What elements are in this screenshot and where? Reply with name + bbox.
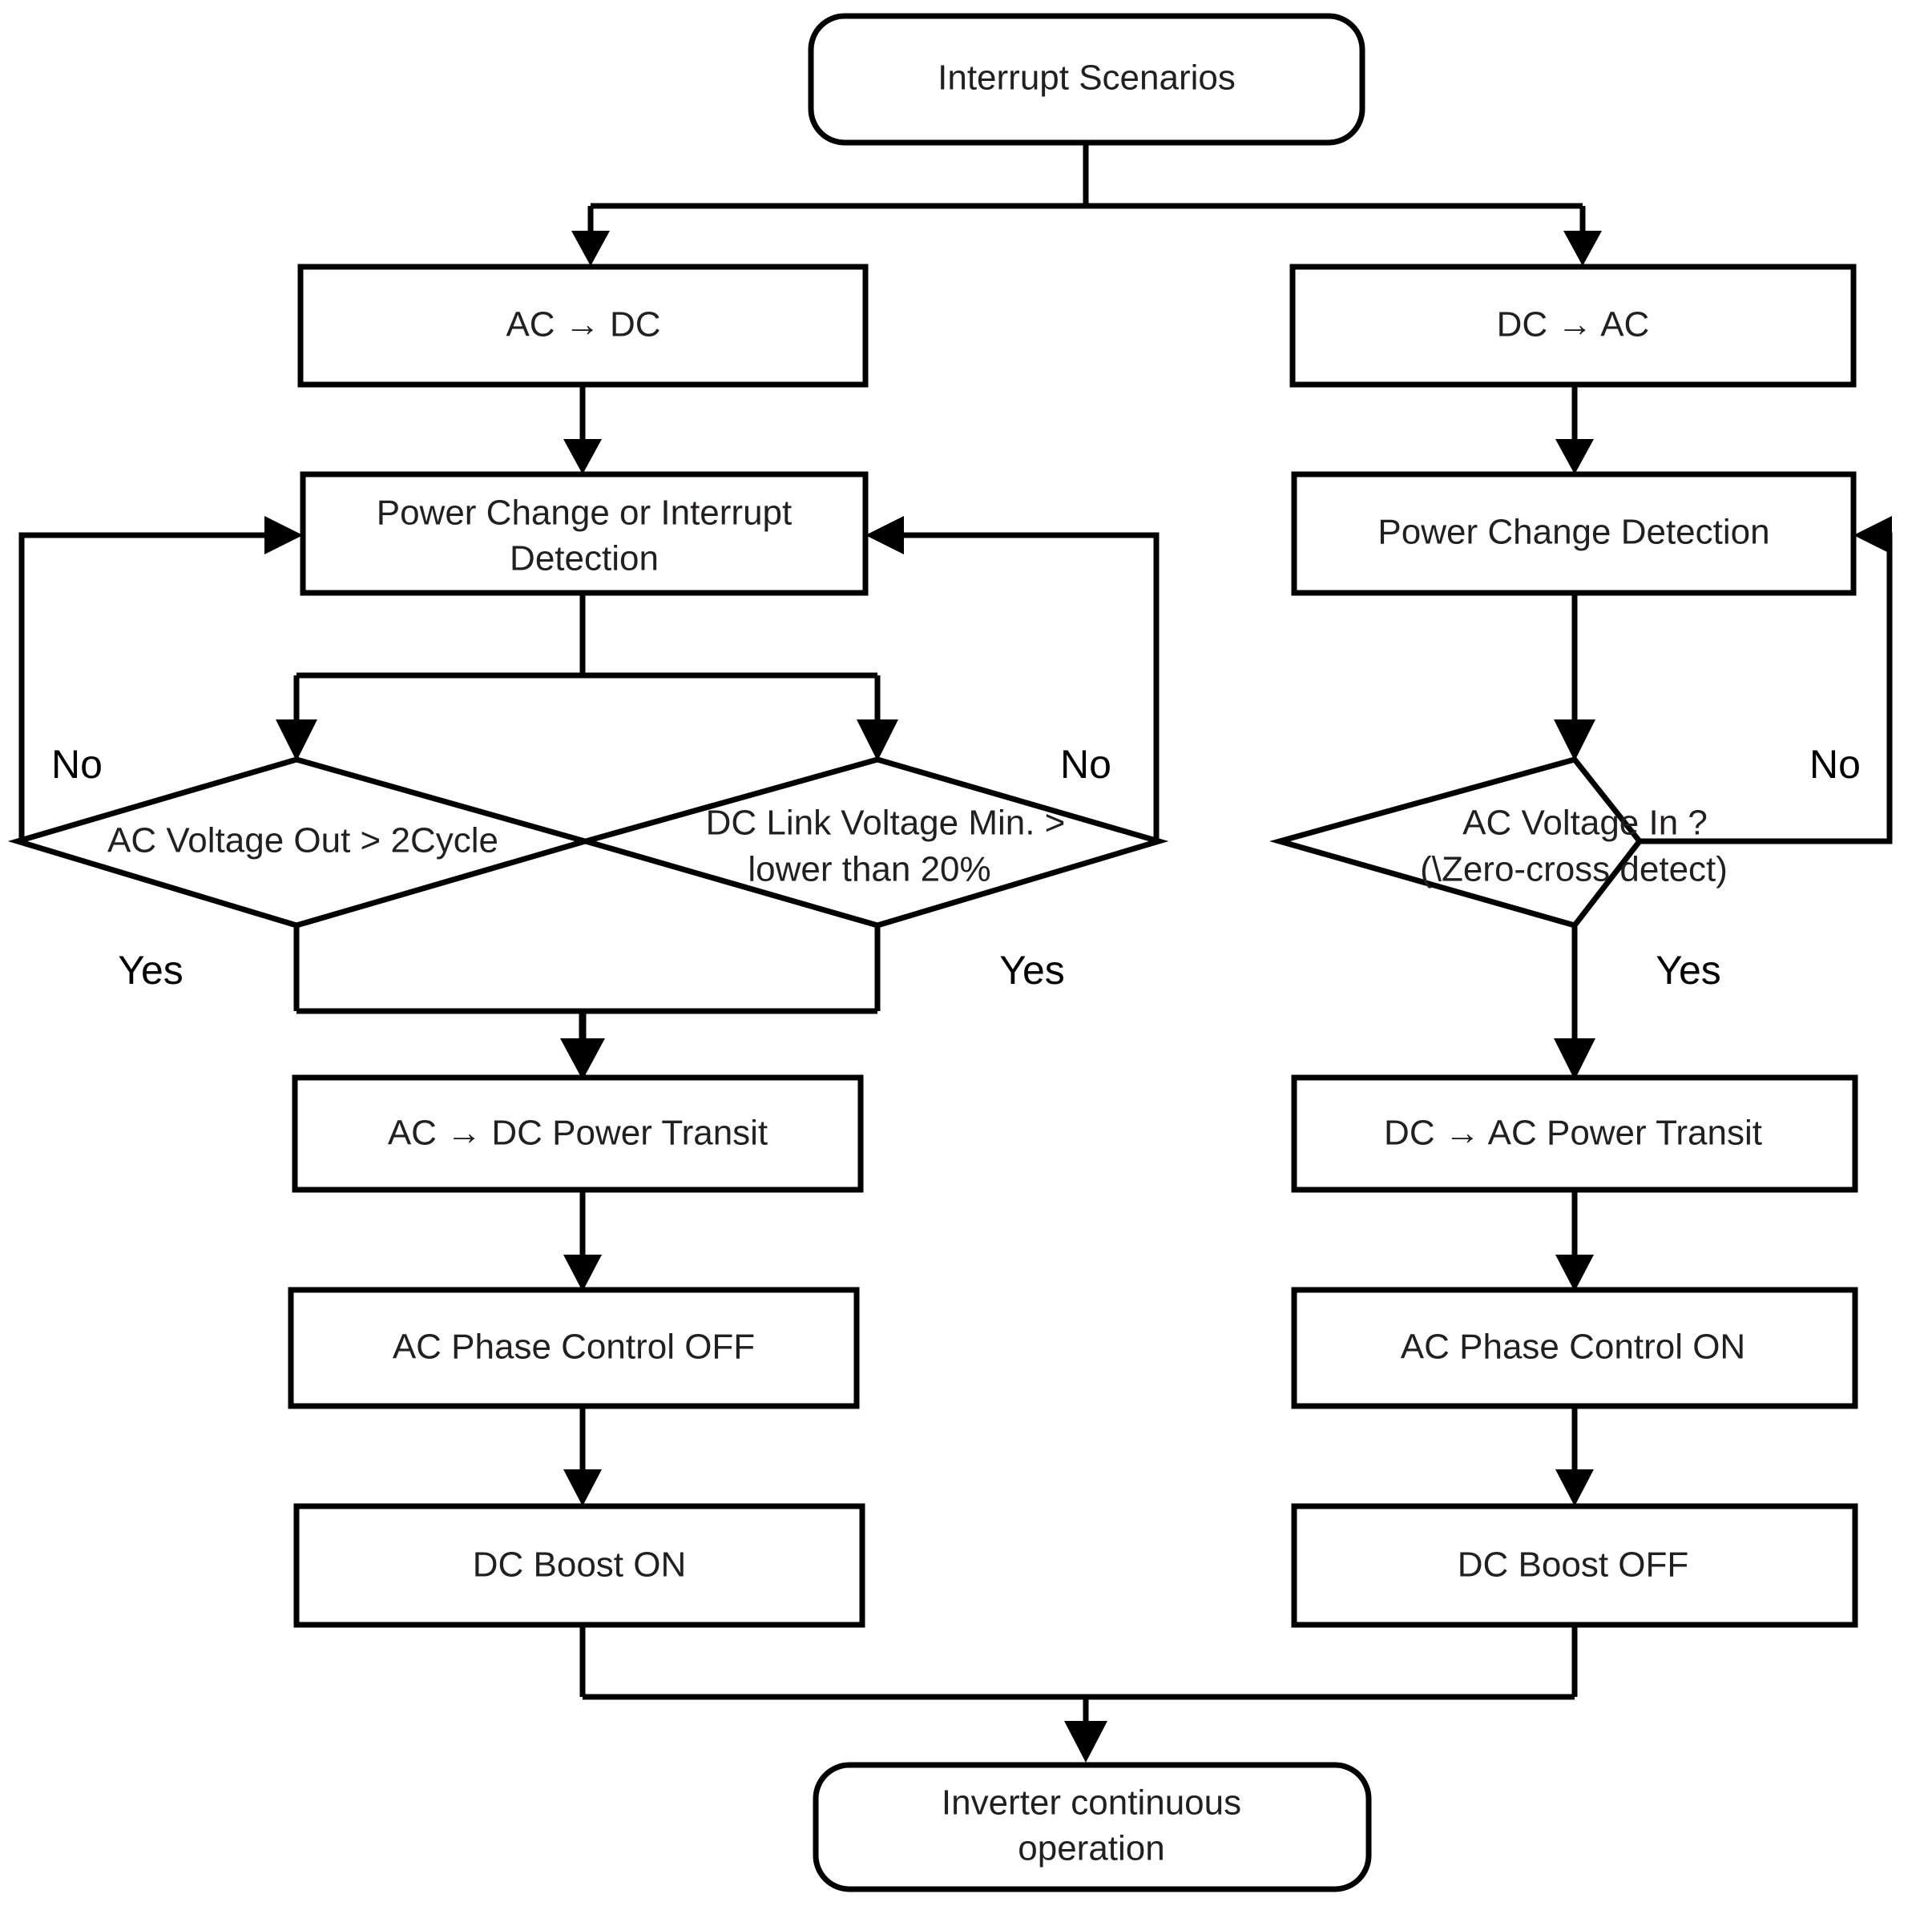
connector-no-right-loop xyxy=(1639,516,1893,844)
branch-label-yes-right: Yes xyxy=(1656,948,1721,993)
right-transit-shape[interactable] xyxy=(1291,1074,1858,1193)
connector-bottom-merge xyxy=(579,1625,1578,1763)
connector-left-mode-detect xyxy=(563,385,602,474)
connector-left-phase-boost xyxy=(563,1406,602,1506)
branch-label-yes-left: Yes xyxy=(118,948,184,993)
arrowhead-right-boost xyxy=(1555,1469,1594,1506)
right-phase-shape[interactable] xyxy=(1291,1287,1858,1409)
left-transit-label: AC → DC Power Transit xyxy=(388,1114,768,1153)
node-right-detect[interactable]: Power Change Detection xyxy=(1291,471,1857,596)
node-end[interactable]: Inverter continuous operation xyxy=(813,1762,1372,1892)
node-right-boost[interactable]: DC Boost OFF xyxy=(1291,1503,1858,1628)
arrowhead-no-left-into-detect xyxy=(264,516,303,554)
node-decision-ac-voltage-in[interactable]: AC Voltage In ? (\Zero-cross detect) xyxy=(1269,756,1728,929)
decision2-label-line2: lower than 20% xyxy=(748,850,990,889)
connector-no-middle-loop xyxy=(865,516,1160,841)
branch-label-no-left: No xyxy=(51,742,103,787)
right-boost-shape[interactable] xyxy=(1291,1503,1858,1628)
arrowhead-decision2 xyxy=(857,719,898,761)
connector-right-phase-boost xyxy=(1555,1406,1594,1506)
left-boost-label: DC Boost ON xyxy=(473,1545,687,1585)
node-left-mode[interactable]: AC → DC xyxy=(297,264,869,388)
node-start[interactable]: Interrupt Scenarios xyxy=(808,13,1365,146)
node-left-detect[interactable]: Power Change or Interrupt Detection xyxy=(300,471,869,596)
node-right-transit[interactable]: DC → AC Power Transit xyxy=(1291,1074,1858,1193)
right-phase-label: AC Phase Control ON xyxy=(1401,1328,1745,1367)
decision1-shape[interactable] xyxy=(7,756,595,929)
right-decision-label-line2: (\Zero-cross detect) xyxy=(1420,850,1728,889)
start-shape[interactable] xyxy=(808,13,1365,146)
connector-start-split xyxy=(571,142,1602,266)
right-mode-shape[interactable] xyxy=(1289,264,1857,388)
arrowhead-right-mode xyxy=(1563,231,1602,266)
start-label: Interrupt Scenarios xyxy=(938,58,1236,98)
connector-left-transit-phase xyxy=(563,1190,602,1291)
left-phase-label: AC Phase Control OFF xyxy=(393,1328,755,1367)
right-decision-label-line1: AC Voltage In ? xyxy=(1462,804,1708,843)
node-right-mode[interactable]: DC → AC xyxy=(1289,264,1857,388)
decision2-label-line1: DC Link Voltage Min. > xyxy=(706,804,1066,843)
connector-right-mode-detect xyxy=(1555,385,1594,474)
left-transit-shape[interactable] xyxy=(292,1074,864,1193)
node-left-phase[interactable]: AC Phase Control OFF xyxy=(288,1287,860,1409)
right-boost-label: DC Boost OFF xyxy=(1458,1545,1689,1585)
arrowhead-left-detect xyxy=(563,439,602,474)
arrowhead-left-phase xyxy=(563,1255,602,1291)
end-shape[interactable] xyxy=(813,1762,1372,1892)
arrowhead-left-mode xyxy=(571,231,610,266)
arrowhead-right-transit xyxy=(1554,1038,1595,1080)
connector-right-transit-phase xyxy=(1555,1190,1594,1291)
left-detect-label-line1: Power Change or Interrupt xyxy=(377,494,793,533)
left-detect-label-line2: Detection xyxy=(510,539,659,578)
node-left-boost[interactable]: DC Boost ON xyxy=(293,1503,865,1628)
right-detect-shape[interactable] xyxy=(1291,471,1857,596)
connector-right-yes-transit xyxy=(1554,925,1595,1080)
end-label-line2: operation xyxy=(1018,1829,1164,1868)
arrowhead-decision1 xyxy=(276,719,317,761)
end-label-line1: Inverter continuous xyxy=(942,1783,1241,1823)
decision2-shape[interactable] xyxy=(575,756,1169,929)
decision1-label: AC Voltage Out > 2Cycle xyxy=(107,821,498,860)
left-phase-shape[interactable] xyxy=(288,1287,860,1409)
arrowhead-right-phase xyxy=(1555,1255,1594,1291)
connector-right-detect-decision xyxy=(1554,593,1595,761)
left-detect-shape[interactable] xyxy=(300,471,869,596)
node-decision-dc-link-voltage[interactable]: DC Link Voltage Min. > lower than 20% xyxy=(575,756,1169,929)
arrowhead-left-transit xyxy=(560,1038,605,1080)
right-transit-label: DC → AC Power Transit xyxy=(1384,1114,1762,1153)
arrowhead-no-middle-into-detect xyxy=(865,516,904,554)
connector-left-yes-merge xyxy=(293,925,881,1080)
node-left-transit[interactable]: AC → DC Power Transit xyxy=(292,1074,864,1193)
connector-left-detect-split xyxy=(276,593,898,761)
arrowhead-right-detect xyxy=(1555,439,1594,474)
left-mode-shape[interactable] xyxy=(297,264,869,388)
branch-label-yes-middle: Yes xyxy=(999,948,1065,993)
arrowhead-no-right-into-detect xyxy=(1853,516,1892,554)
arrowhead-left-boost xyxy=(563,1469,602,1506)
right-detect-label: Power Change Detection xyxy=(1377,513,1769,552)
right-mode-label: DC → AC xyxy=(1497,305,1650,345)
node-right-phase[interactable]: AC Phase Control ON xyxy=(1291,1287,1858,1409)
node-decision-ac-voltage-out[interactable]: AC Voltage Out > 2Cycle xyxy=(7,756,595,929)
connector-no-left-loop xyxy=(18,516,303,841)
arrowhead-end xyxy=(1064,1721,1107,1763)
branch-label-no-middle: No xyxy=(1060,742,1111,787)
branch-label-no-right: No xyxy=(1809,742,1861,787)
left-boost-shape[interactable] xyxy=(293,1503,865,1628)
right-decision-shape[interactable] xyxy=(1269,756,1644,929)
arrowhead-right-decision xyxy=(1554,719,1595,761)
left-mode-label: AC → DC xyxy=(506,305,660,345)
